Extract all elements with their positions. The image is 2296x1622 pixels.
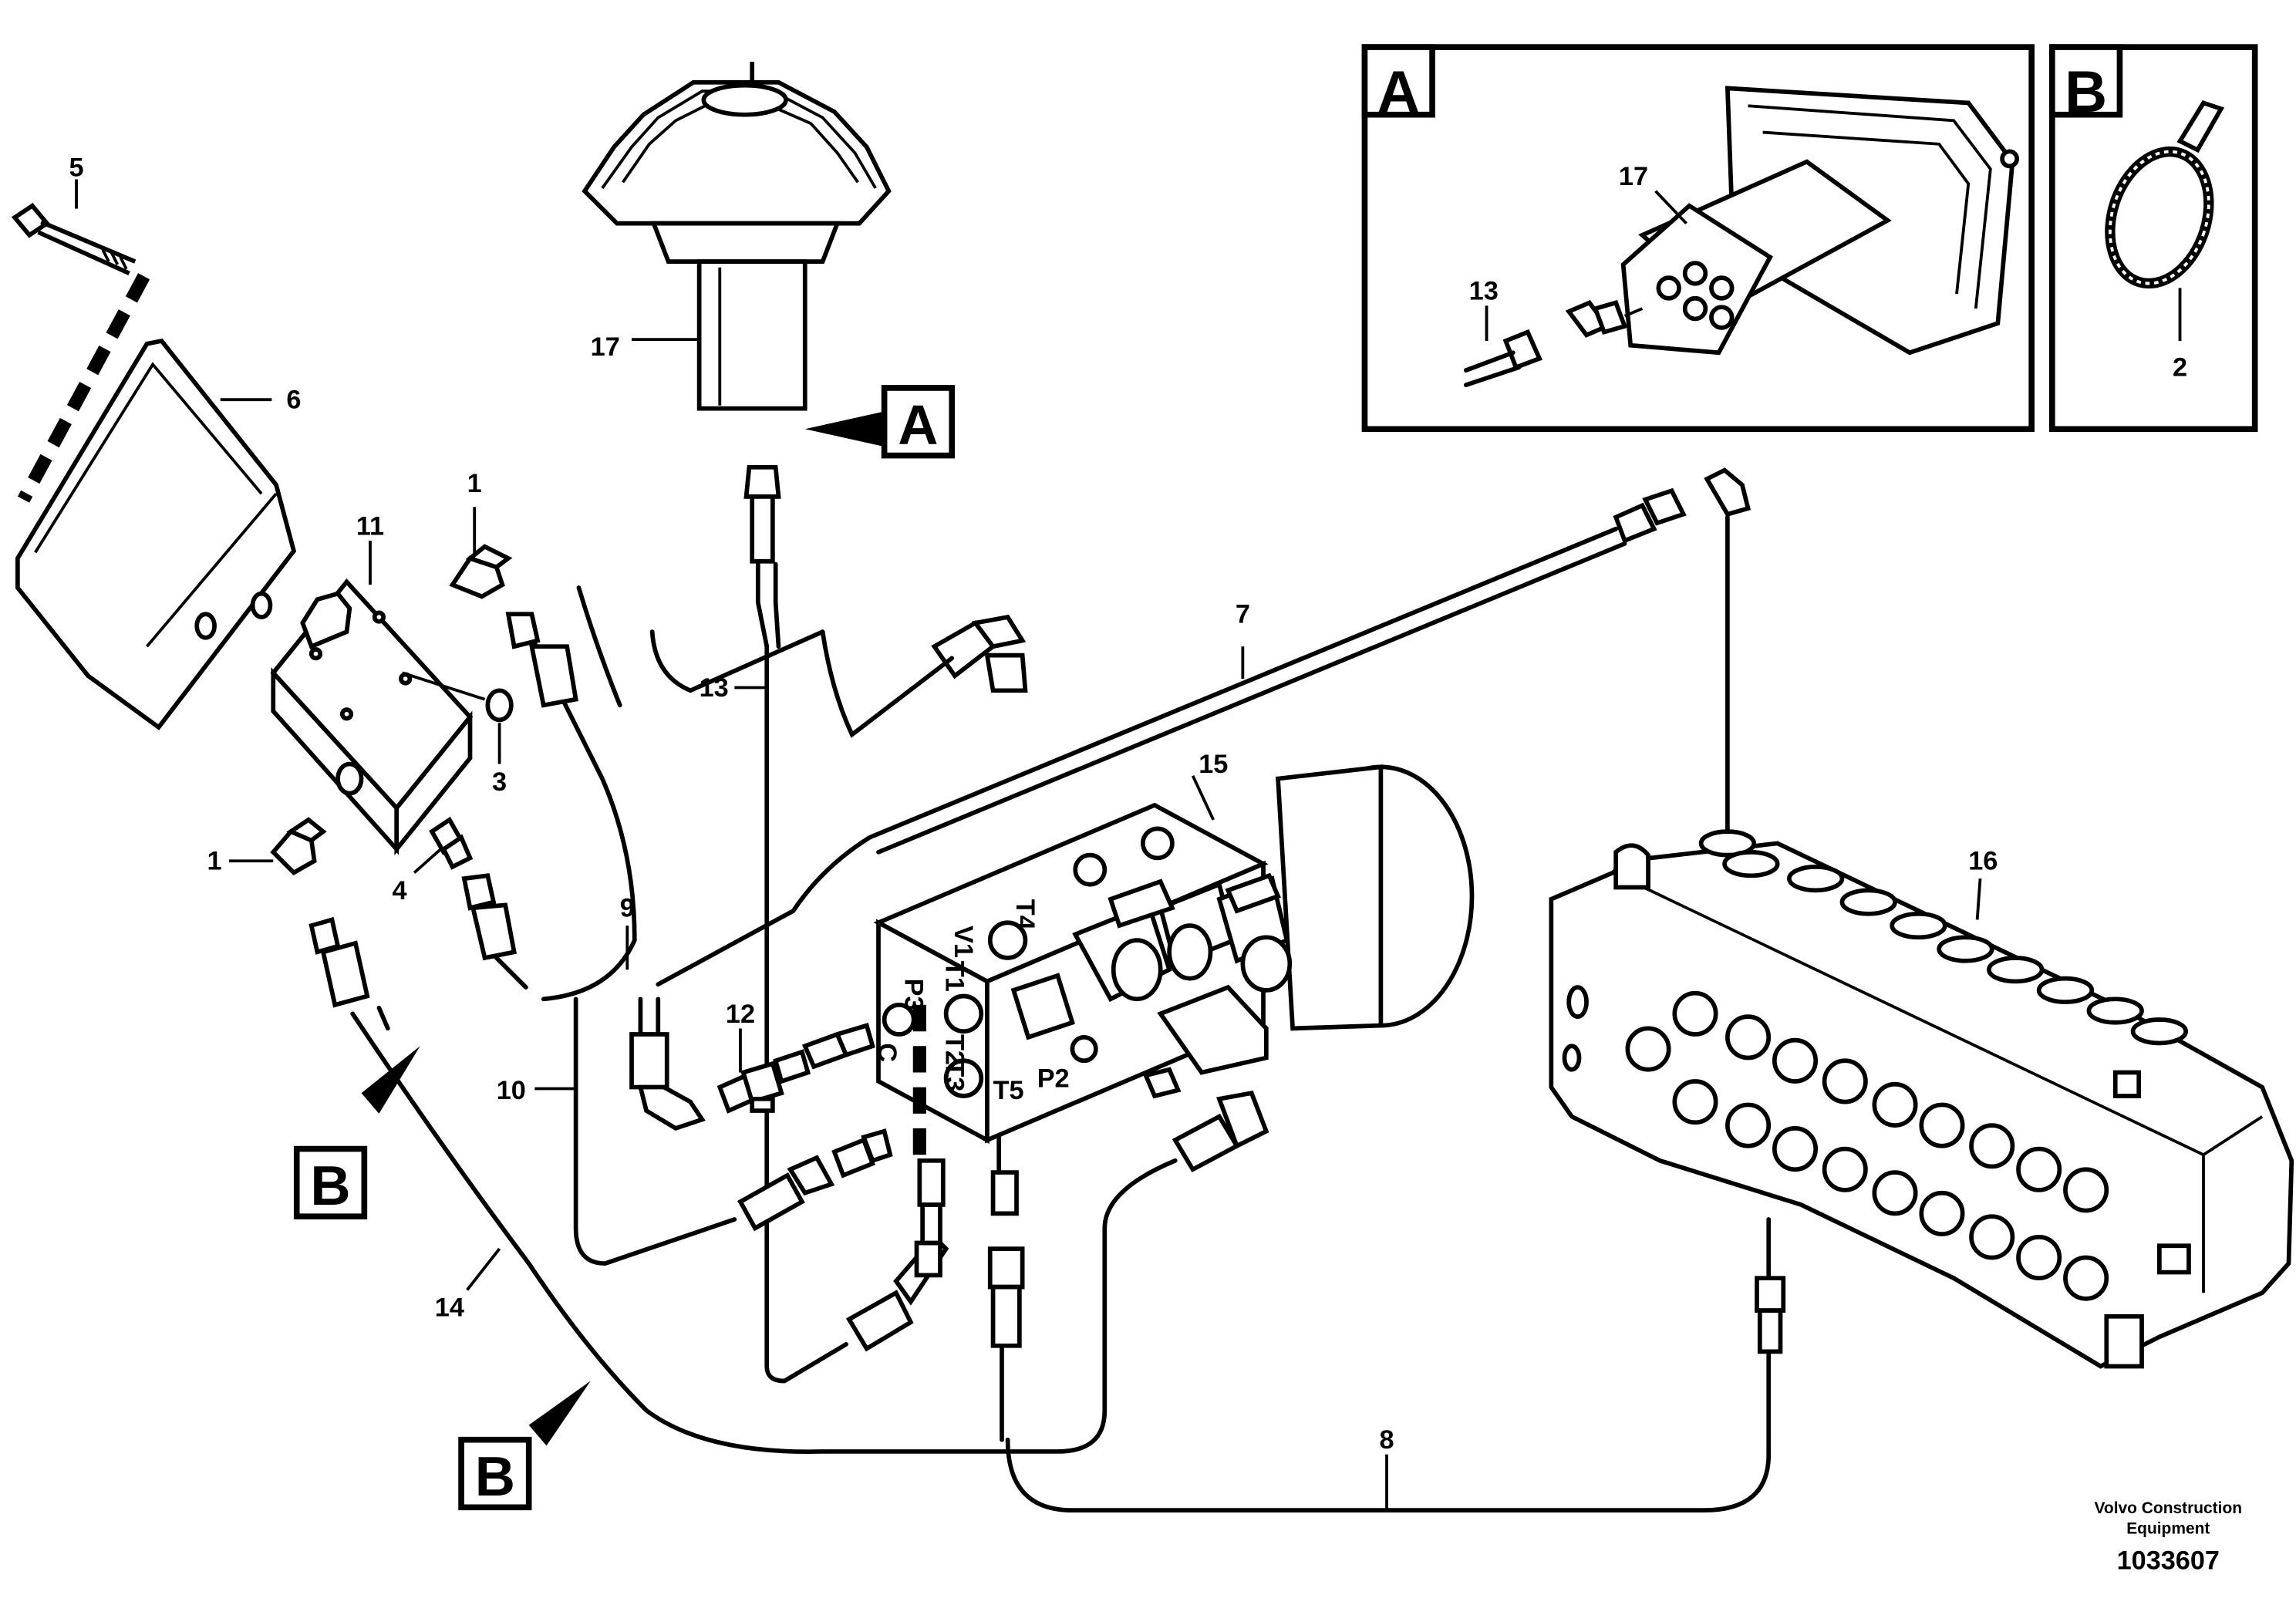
detail-a-letter: A	[1377, 59, 1420, 125]
hose-7	[656, 467, 1751, 987]
hose-13	[743, 464, 949, 1384]
label-3: 3	[492, 767, 507, 797]
svg-text:T2: T2	[940, 1034, 969, 1065]
label-16: 16	[1968, 847, 1998, 876]
hose-14	[308, 916, 1269, 1455]
tee-fitting-12	[716, 1023, 875, 1114]
label-7: 7	[1236, 600, 1250, 629]
valve-ports	[1562, 985, 2109, 1301]
hose-fitting-detail	[1464, 299, 1644, 388]
svg-text:T5: T5	[993, 1076, 1024, 1105]
svg-text:A: A	[898, 393, 938, 456]
joystick-housing-detail	[1620, 86, 2019, 356]
label-14: 14	[435, 1293, 464, 1323]
label-17-main: 17	[591, 332, 620, 362]
svg-text:C: C	[872, 1043, 902, 1062]
elbow-fitting-1-bottom	[270, 817, 327, 876]
view-b-marker-upper: B	[293, 1046, 420, 1219]
svg-text:B: B	[310, 1155, 350, 1217]
view-b-marker-lower: B	[458, 1381, 591, 1511]
label-17-detail: 17	[1619, 162, 1648, 191]
view-a-marker: A	[804, 385, 956, 459]
svg-text:V1: V1	[949, 926, 978, 958]
detail-b-letter: B	[2065, 59, 2107, 125]
bolt-5	[11, 202, 137, 275]
label-8: 8	[1379, 1425, 1394, 1455]
control-valve-16	[1549, 829, 2294, 1369]
svg-text:P2: P2	[1037, 1064, 1070, 1094]
label-6: 6	[286, 386, 301, 415]
joystick-assembly	[582, 62, 892, 411]
elbow-fitting-1-top	[449, 544, 513, 599]
svg-text:T1: T1	[940, 961, 969, 992]
svg-text:T4: T4	[1010, 899, 1040, 930]
label-1-top: 1	[467, 469, 482, 498]
label-12: 12	[726, 1000, 755, 1029]
bracket-6	[15, 338, 297, 730]
label-4: 4	[393, 876, 407, 905]
svg-text:B: B	[475, 1445, 515, 1508]
valve-block-11	[270, 578, 474, 856]
hose-9	[629, 614, 1028, 1131]
label-13-detail: 13	[1469, 277, 1499, 306]
brand-line-1: Volvo Construction	[2095, 1499, 2243, 1517]
label-10: 10	[497, 1076, 526, 1105]
label-15: 15	[1199, 750, 1228, 779]
fitting-4	[429, 816, 474, 870]
svg-text:T3: T3	[940, 1061, 969, 1091]
cable-tie-icon	[2105, 100, 2225, 289]
footer-brand: Volvo Construction Equipment 1033607	[2095, 1499, 2243, 1575]
label-2: 2	[2173, 353, 2187, 383]
detail-view-b: B 2	[2049, 44, 2258, 433]
label-5: 5	[69, 153, 84, 183]
valve-spools	[1698, 829, 2189, 1046]
plug-3	[402, 671, 514, 723]
drawing-number: 1033607	[2117, 1546, 2220, 1575]
label-11: 11	[356, 511, 384, 541]
label-1-bottom: 1	[207, 847, 222, 876]
brand-line-2: Equipment	[2126, 1520, 2210, 1538]
detail-view-a: A 17 13	[1361, 44, 2035, 433]
solenoid-valve-15	[873, 764, 1475, 1144]
hose-10	[461, 585, 893, 1266]
